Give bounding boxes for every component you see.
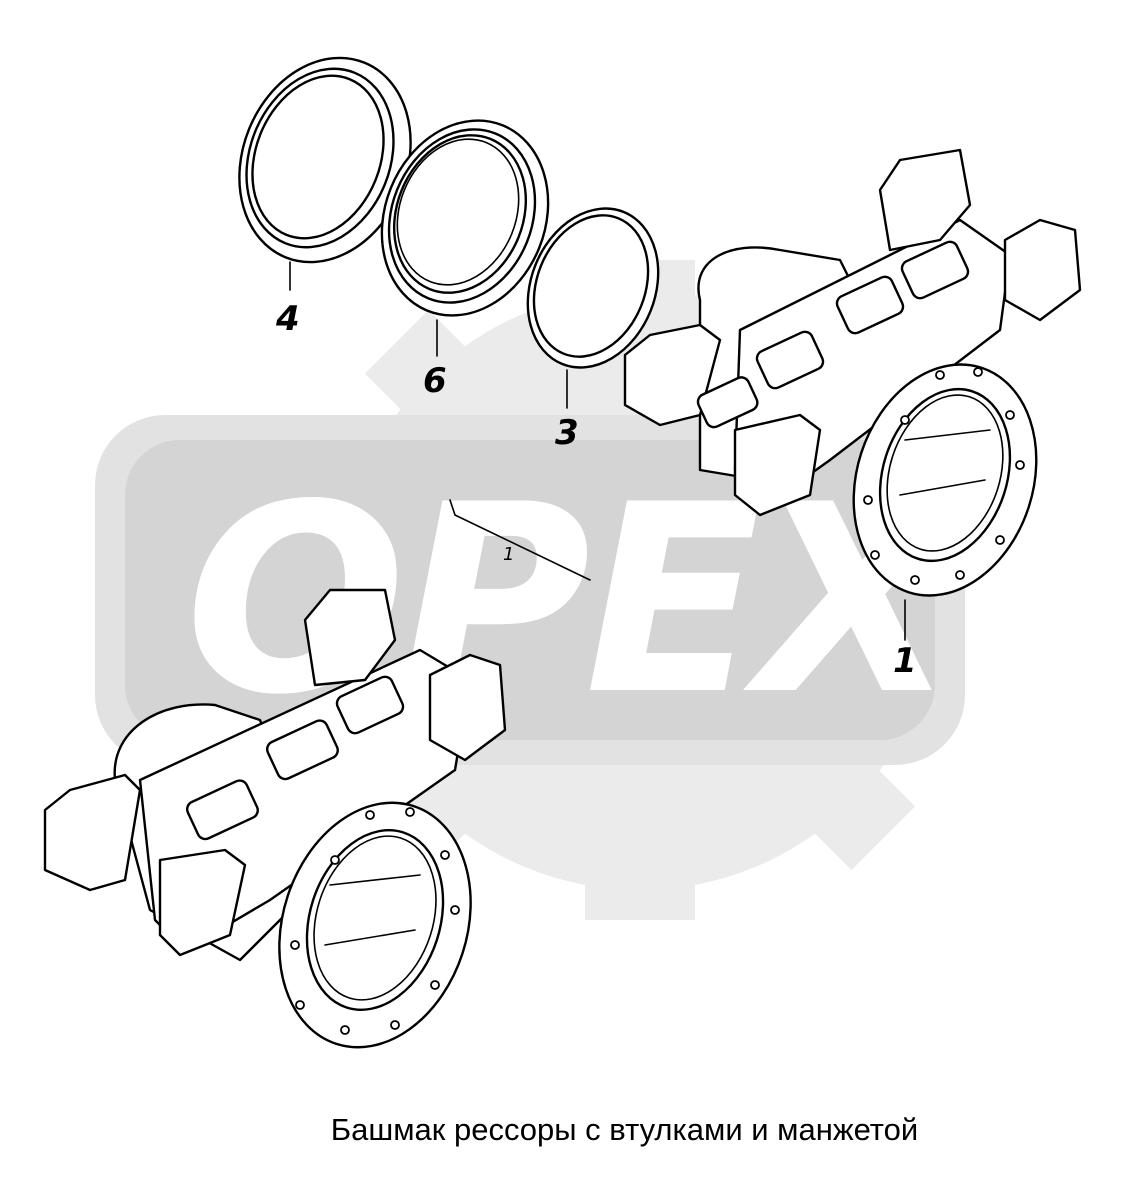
callout-6: 6 — [423, 361, 447, 401]
diagram-caption: Башмак рессоры с втулками и манжетой — [330, 1112, 919, 1147]
svg-text:1: 1 — [503, 544, 514, 565]
cuff-part-6 — [380, 119, 550, 357]
spring-shoe-lower — [43, 588, 507, 1049]
callout-3: 3 — [555, 413, 579, 453]
ring-seal-part-4 — [238, 56, 412, 291]
callout-1: 1 — [893, 641, 917, 681]
callout-4: 4 — [275, 299, 300, 339]
bushing-part-3 — [526, 207, 660, 409]
small-callout-mark: 1 — [449, 499, 591, 581]
spring-shoe-upper — [623, 148, 1082, 641]
